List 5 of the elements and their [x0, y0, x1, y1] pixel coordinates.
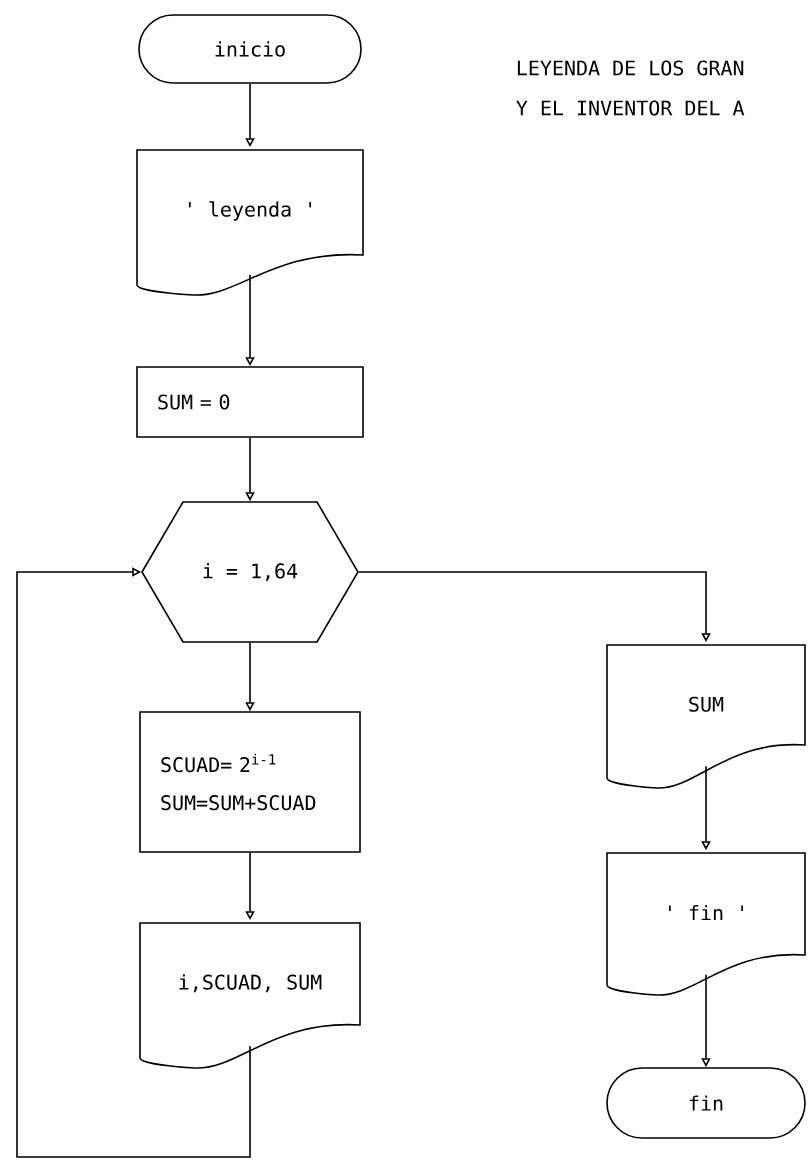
heading-text: Y EL INVENTOR DEL A	[516, 100, 745, 116]
arrow	[16, 567, 251, 1158]
process-box: SCUAD= 2$^{i-1}$ SUM=SUM+SCUAD	[139, 711, 361, 853]
heading-text: LEYENDA DE LOS GRAN	[517, 60, 744, 76]
process-box: SUM = 0	[136, 366, 364, 438]
